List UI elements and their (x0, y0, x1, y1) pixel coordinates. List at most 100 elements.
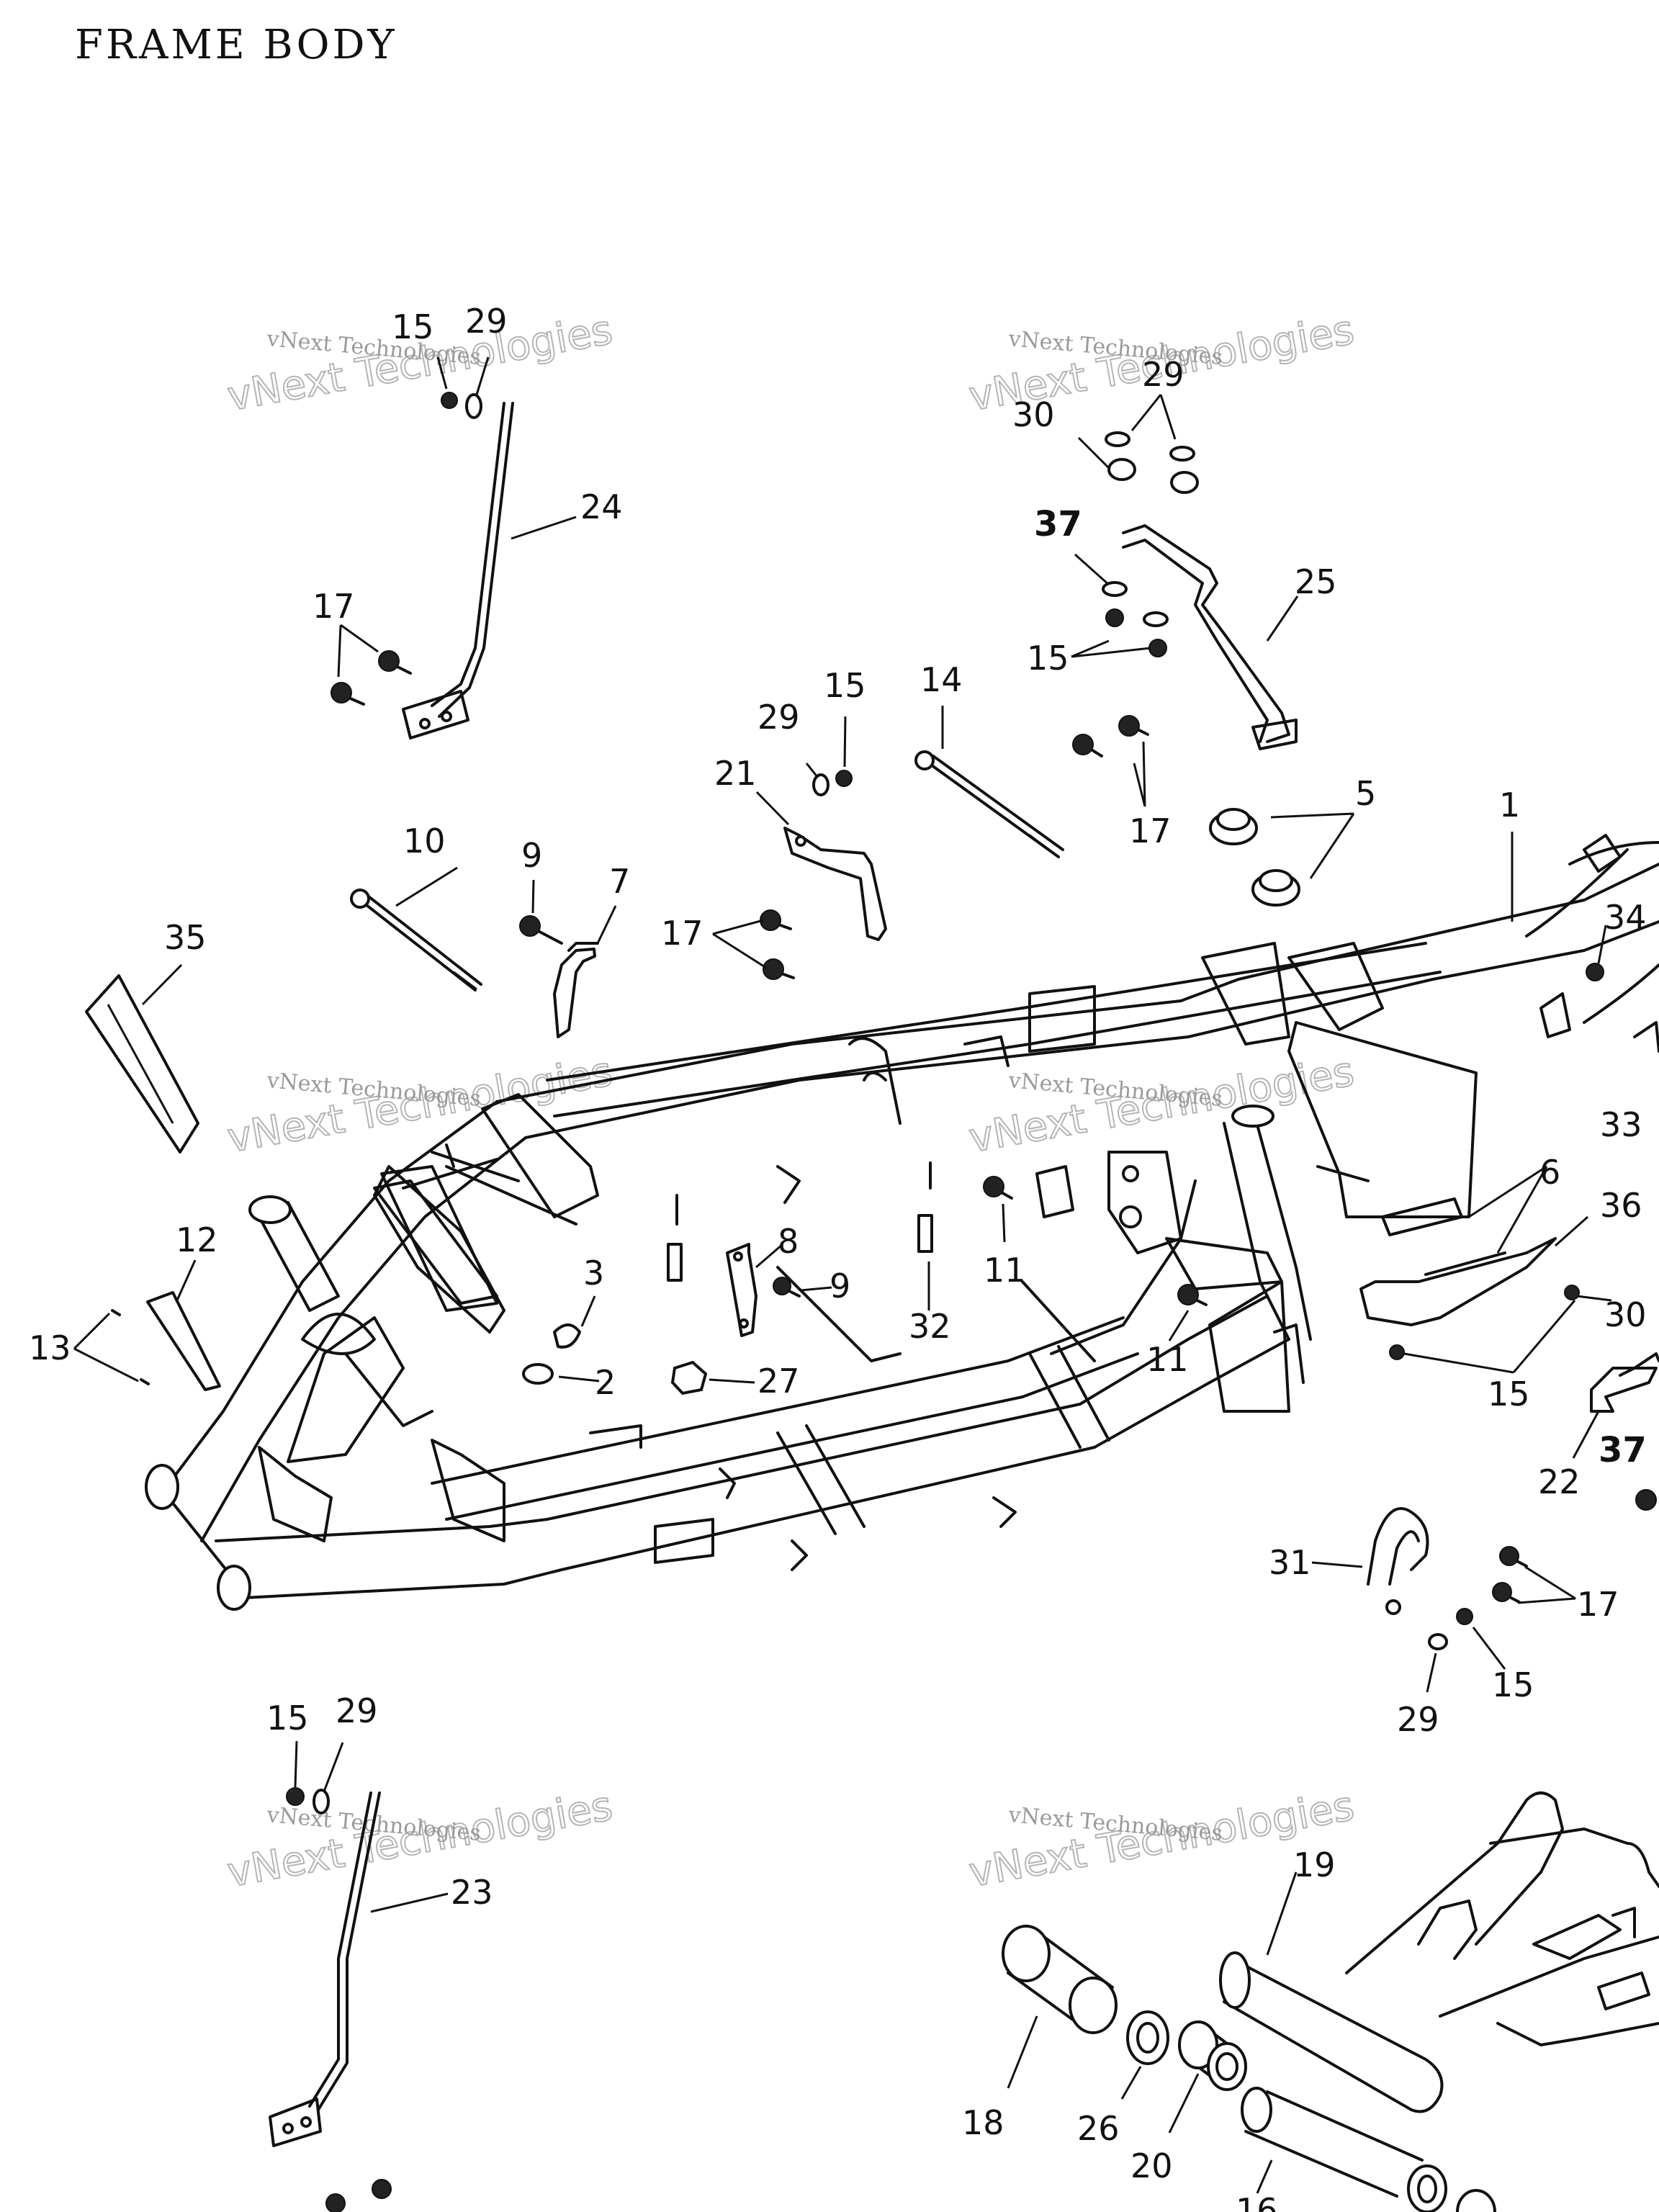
callout-32: 32 (909, 1307, 951, 1346)
bolts-17a (331, 650, 412, 706)
nut-15a (441, 392, 458, 409)
callout-17: 17 (661, 914, 703, 953)
callout-33: 33 (1600, 1105, 1642, 1144)
nut-27 (670, 1360, 708, 1395)
washer-29b (812, 773, 830, 796)
callout-34: 34 (1604, 898, 1647, 937)
callout-19: 19 (1293, 1845, 1336, 1884)
callout-17: 17 (1129, 811, 1172, 850)
clip-3 (553, 1323, 581, 1349)
bolt-37b (1635, 1489, 1657, 1511)
callout-10: 10 (403, 822, 446, 860)
callout-18: 18 (962, 2103, 1004, 2142)
nut-15e (1456, 1608, 1473, 1625)
callout-14: 14 (920, 660, 963, 699)
callout-35: 35 (164, 918, 207, 957)
callout-15: 15 (392, 307, 434, 346)
callout-1: 1 (1499, 786, 1520, 824)
part-14-bolt (914, 750, 1064, 858)
callout-31: 31 (1269, 1543, 1311, 1582)
callout-30: 30 (1012, 395, 1055, 434)
part-25-bracket (1122, 524, 1298, 750)
callout-2: 2 (595, 1363, 616, 1402)
callout-29: 29 (757, 698, 800, 737)
callout-11: 11 (1146, 1340, 1189, 1379)
washers-nuts-29-30 (1102, 431, 1199, 657)
watermark-mid-left: vNext Technologies vNext Technologies (223, 1048, 616, 1163)
bolts-17c (760, 909, 795, 980)
screws-13 (111, 1309, 150, 1385)
callout-15: 15 (1027, 639, 1069, 678)
callout-26: 26 (1077, 2109, 1120, 2148)
callout-15: 15 (1488, 1375, 1530, 1413)
bolt-bottom-b (325, 2193, 346, 2212)
nut-15d-b (1389, 1344, 1405, 1360)
part-8-strap (726, 1243, 757, 1337)
part-16-pivot-shaft (1241, 2087, 1496, 2212)
nut-15c (835, 770, 853, 787)
bolt-9a-head (519, 915, 541, 937)
callout-27: 27 (757, 1362, 800, 1401)
main-frame (145, 834, 1659, 1611)
bolt-bottom-a (372, 2179, 392, 2199)
spacer-32 (917, 1214, 933, 1253)
bolts-17b (1072, 715, 1149, 757)
callout-5: 5 (1355, 774, 1376, 813)
callout-25: 25 (1295, 562, 1337, 601)
callout-9: 9 (521, 836, 542, 875)
watermark-mid-right: vNext Technologies vNext Technologies (965, 1048, 1358, 1163)
callout-17: 17 (313, 587, 355, 626)
watermark-low-left: vNext Technologies vNext Technologies (223, 1782, 616, 1897)
part-35-plate (85, 974, 199, 1154)
callout-15: 15 (266, 1699, 309, 1737)
part-23-rod (269, 1791, 381, 2147)
callout-36: 36 (1600, 1186, 1642, 1225)
callout-20: 20 (1130, 2146, 1173, 2185)
part-19-swingarm (1219, 1791, 1659, 2113)
washer-29d (1428, 1633, 1448, 1650)
callout-6: 6 (1539, 1153, 1560, 1192)
diagram-title: FRAME BODY (75, 22, 397, 68)
part-10-bolt (350, 889, 482, 992)
part-7-bracket (553, 942, 599, 1038)
callout-29: 29 (465, 302, 508, 341)
callout-37: 37 (1034, 504, 1082, 544)
callout-8: 8 (778, 1222, 799, 1261)
bolt-11b-head (1177, 1284, 1199, 1305)
callout-15: 15 (824, 666, 866, 705)
spacer (667, 1243, 683, 1282)
callout-3: 3 (583, 1254, 604, 1292)
part-18-sleeve (1002, 1925, 1118, 2034)
callout-29: 29 (1142, 355, 1184, 394)
bolt-11a-head (983, 1176, 1004, 1197)
part-21-bracket (783, 827, 887, 941)
callout-23: 23 (451, 1873, 493, 1912)
callout-30: 30 (1604, 1295, 1647, 1334)
callout-15: 15 (1492, 1665, 1534, 1704)
part-24-rod (402, 402, 514, 739)
callout-7: 7 (609, 862, 630, 901)
washer-2 (522, 1363, 554, 1385)
callout-29: 29 (1397, 1700, 1439, 1739)
bolt-9b-head (773, 1277, 791, 1295)
callout-9: 9 (830, 1267, 850, 1305)
part-22-bracket (1590, 1352, 1659, 1413)
callout-16: 16 (1236, 2191, 1278, 2212)
callout-22: 22 (1538, 1462, 1581, 1501)
part-31-end (1385, 1599, 1401, 1615)
part-5-rubber-mounts (1209, 808, 1300, 907)
washer-29a (465, 393, 482, 419)
leader-lines (73, 356, 1612, 2194)
callout-37: 37 (1599, 1430, 1647, 1470)
washer-29e (313, 1789, 330, 1815)
callout-13: 13 (29, 1328, 71, 1367)
callout-11: 11 (984, 1251, 1026, 1290)
callout-12: 12 (176, 1220, 218, 1259)
callout-24: 24 (580, 487, 623, 526)
callout-17: 17 (1577, 1585, 1619, 1624)
part-31-u-bracket (1367, 1507, 1429, 1586)
part-26-bushing (1126, 2010, 1169, 2065)
bolts-17d (1492, 1546, 1528, 1604)
callout-21: 21 (714, 754, 757, 793)
